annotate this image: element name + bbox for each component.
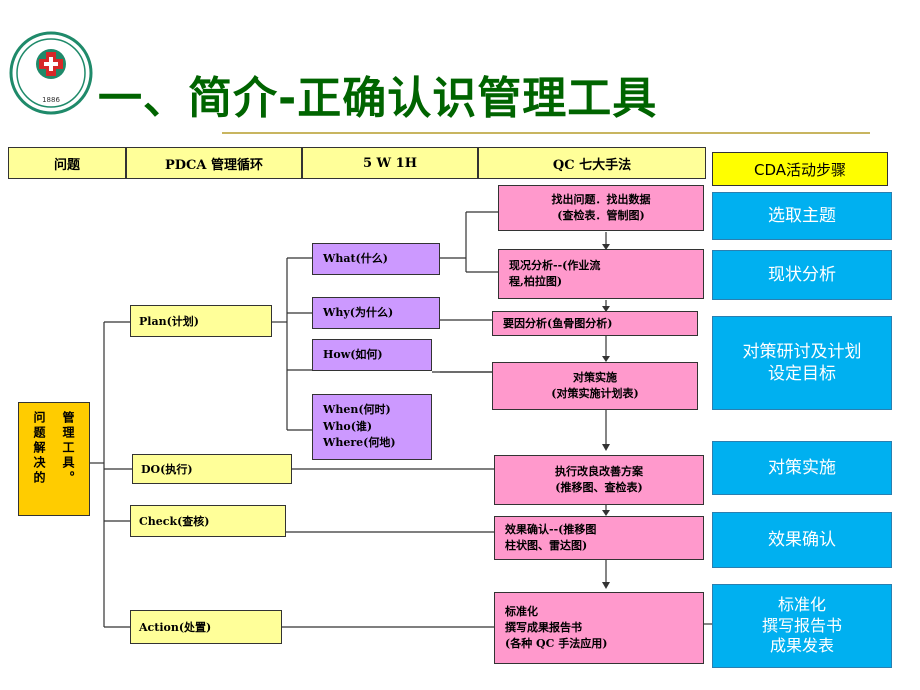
qc-effect-confirm: 效果确认--(推移图 柱状图、雷达图) bbox=[494, 516, 704, 560]
cda-step-effect-confirm: 效果确认 bbox=[712, 512, 892, 568]
qc-execute: 执行改良改善方案 (推移图、查检表) bbox=[494, 455, 704, 505]
cda-step-implement: 对策实施 bbox=[712, 441, 892, 495]
header-5w1h: 5 W 1H bbox=[302, 147, 478, 179]
w5h1-when-who-where: When(何时) Who(谁) Where(何地) bbox=[312, 394, 432, 460]
cda-step-standardize: 标准化 撰写报告书 成果发表 bbox=[712, 584, 892, 668]
cda-step-plan-goals: 对策研讨及计划 设定目标 bbox=[712, 316, 892, 410]
root-label-col1: 问题解决的 bbox=[32, 411, 46, 486]
header-cda-steps: CDA活动步骤 bbox=[712, 152, 888, 186]
pdca-action: Action(处置) bbox=[130, 610, 282, 644]
w5h1-why: Why(为什么) bbox=[312, 297, 440, 329]
header-qc: QC 七大手法 bbox=[478, 147, 706, 179]
qc-measures: 对策实施 (对策实施计划表) bbox=[492, 362, 698, 410]
logo-year: 1886 bbox=[42, 96, 60, 104]
header-problem: 问题 bbox=[8, 147, 126, 179]
cda-step-status-analysis: 现状分析 bbox=[712, 250, 892, 300]
pdca-plan: Plan(计划) bbox=[130, 305, 272, 337]
pdca-check: Check(查核) bbox=[130, 505, 286, 537]
qc-status-analysis: 现况分析--(作业流 程,柏拉图) bbox=[498, 249, 704, 299]
root-node-problem-solving-tools: 问题解决的 管理工具。 bbox=[18, 402, 90, 516]
page-title: 一、简介-正确认识管理工具 bbox=[98, 73, 658, 124]
qc-find-problem: 找出问题．找出数据 (查检表．管制图) bbox=[498, 185, 704, 231]
qc-cause-analysis: 要因分析(鱼骨图分析) bbox=[492, 311, 698, 336]
cda-step-select-topic: 选取主题 bbox=[712, 192, 892, 240]
title-underline bbox=[222, 132, 870, 134]
header-pdca: PDCA 管理循环 bbox=[126, 147, 302, 179]
w5h1-what: What(什么) bbox=[312, 243, 440, 275]
pdca-do: DO(执行) bbox=[132, 454, 292, 484]
hospital-logo: 1886 bbox=[9, 31, 93, 115]
root-label-col2: 管理工具。 bbox=[61, 411, 75, 486]
qc-standardize: 标准化 撰写成果报告书 (各种 QC 手法应用) bbox=[494, 592, 704, 664]
w5h1-how: How(如何) bbox=[312, 339, 432, 371]
